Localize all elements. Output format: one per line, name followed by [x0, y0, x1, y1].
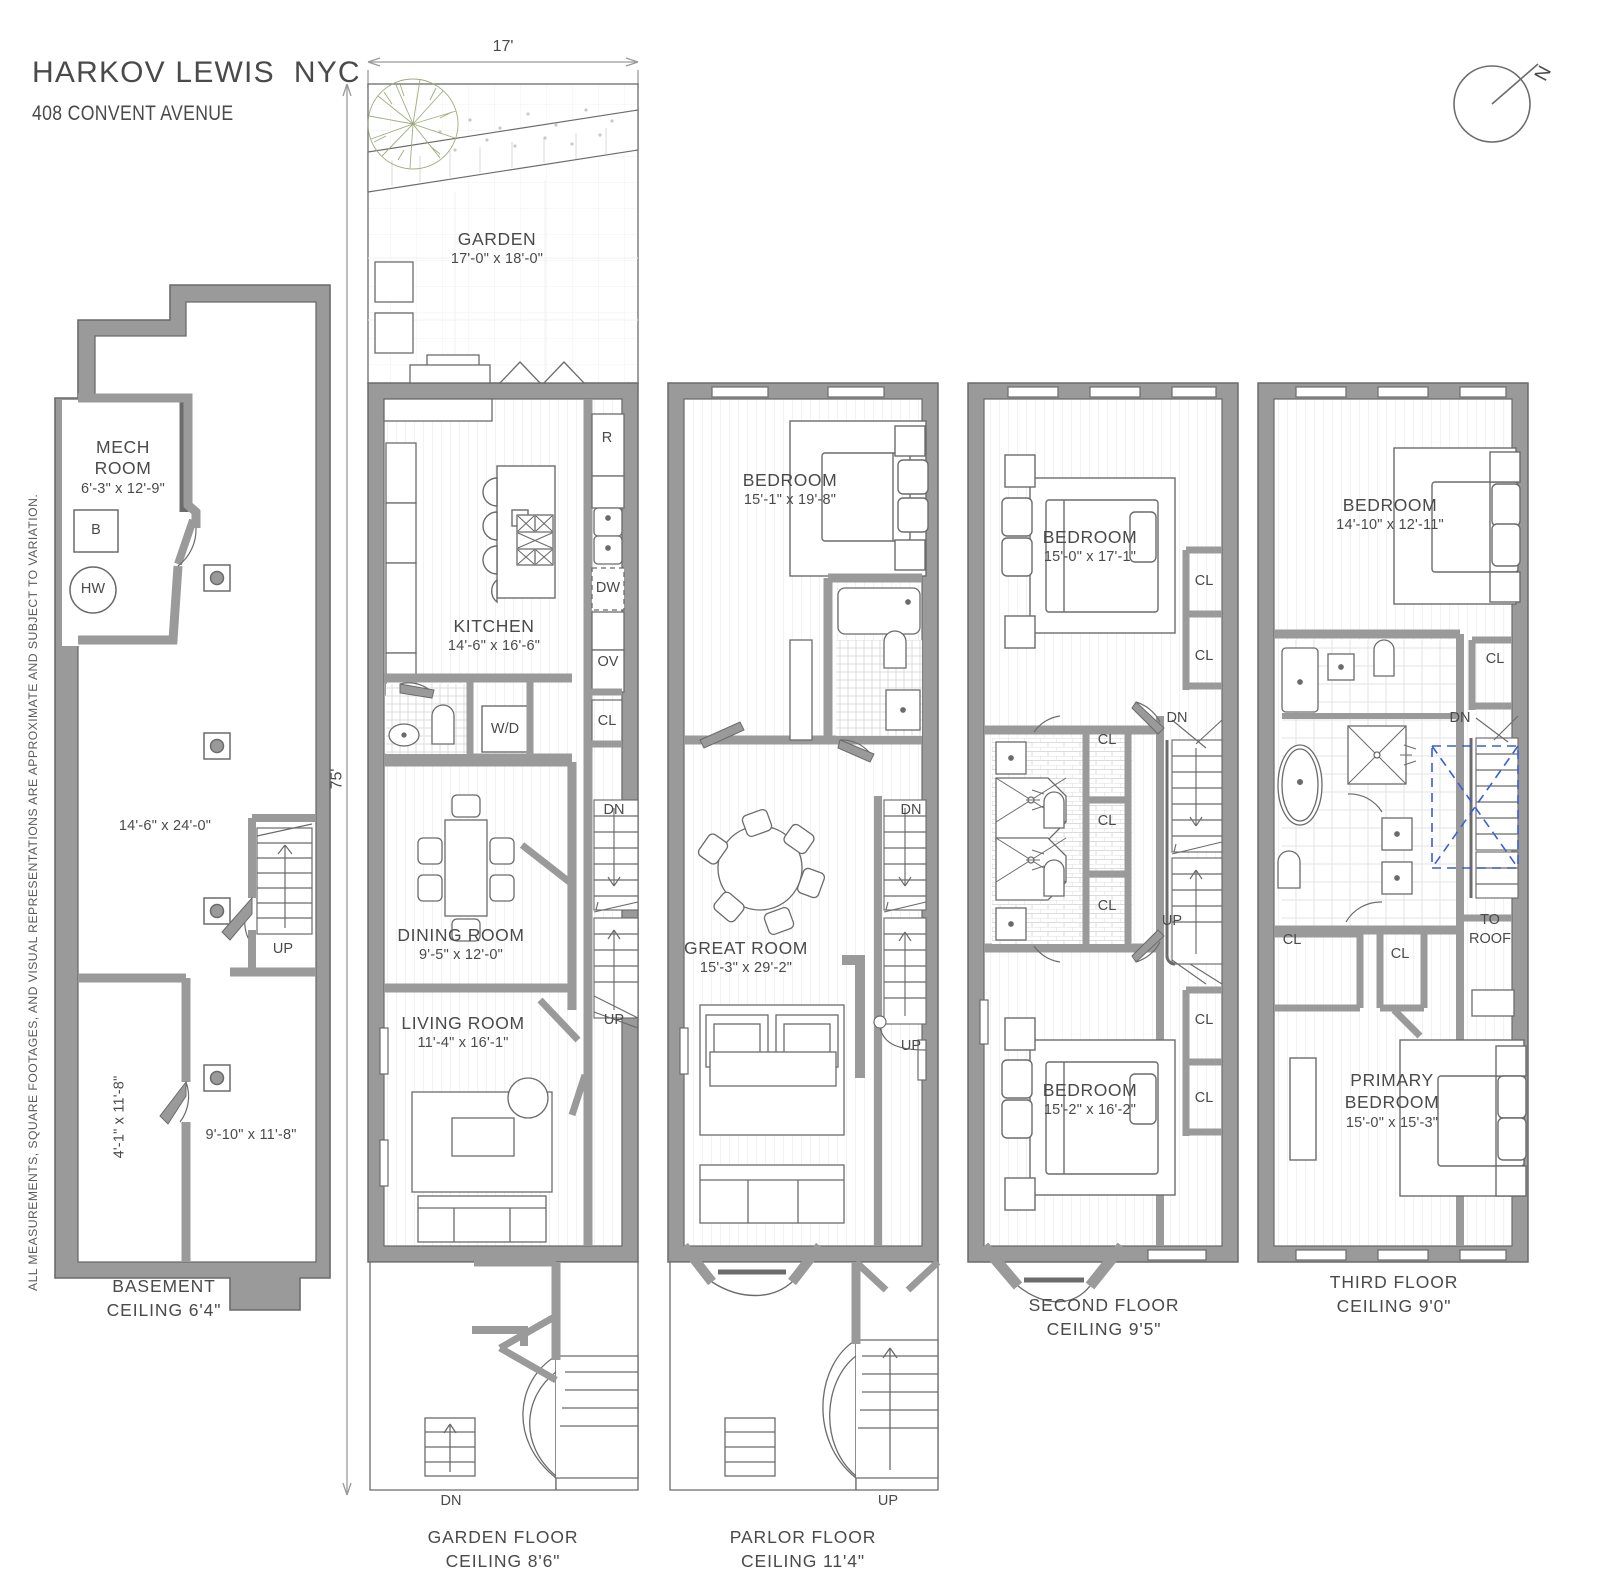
parlor-stair-dn-label: DN — [900, 802, 922, 818]
refrigerator-label: R — [601, 430, 613, 446]
parlor-bedroom-name: BEDROOM — [742, 470, 838, 490]
to-roof-label-line1: TO — [1480, 912, 1500, 928]
garden-stair-up-label: UP — [603, 1012, 625, 1028]
kitchen-room-name: KITCHEN — [453, 616, 535, 636]
great-room-dimension: 15'-3" x 29'-2" — [699, 960, 793, 976]
living-room-name: LIVING ROOM — [401, 1013, 525, 1033]
great-room-name: GREAT ROOM — [684, 938, 808, 958]
parlor-bedroom-dimension: 15'-1" x 19'-8" — [743, 492, 837, 508]
second-closet-4: CL — [1097, 813, 1117, 829]
garden-closet-label: CL — [597, 713, 617, 729]
oven-label: OV — [597, 654, 619, 670]
third-closet-3: CL — [1390, 946, 1410, 962]
dishwasher-label: DW — [595, 580, 621, 596]
second-floor-plan — [967, 382, 1239, 1303]
second-closet-2: CL — [1194, 648, 1214, 664]
mech-room-name-line2: ROOM — [94, 458, 152, 478]
compass-north-icon: N — [1440, 34, 1570, 154]
second-bedroom2-dimension: 15'-2" x 16'-2" — [1043, 1102, 1137, 1118]
basement-rec-dimension: 14'-6" x 24'-0" — [118, 818, 212, 834]
primary-bedroom-name-line2: BEDROOM — [1344, 1092, 1440, 1112]
second-bedroom1-name: BEDROOM — [1042, 527, 1138, 547]
second-closet-3: CL — [1097, 732, 1117, 748]
basement-stair-up-label: UP — [272, 941, 294, 957]
parlor-stair-up-label: UP — [900, 1038, 922, 1054]
basement-room3-dimension: 4'-1" x 11'-8" — [111, 1075, 128, 1159]
primary-bedroom-dimension: 15'-0" x 15'-3" — [1345, 1115, 1439, 1131]
garden-room-name: GARDEN — [457, 229, 537, 249]
hot-water-label: HW — [80, 581, 106, 597]
washer-dryer-label: W/D — [490, 721, 520, 737]
disclaimer-text: ALL MEASUREMENTS, SQUARE FOOTAGES, AND V… — [26, 493, 40, 1291]
parlor-caption-line2: CEILING 11'4" — [740, 1551, 866, 1571]
dining-room-dimension: 9'-5" x 12'-0" — [419, 947, 503, 963]
third-stair-dn-label: DN — [1449, 710, 1471, 726]
basement-caption-line1: BASEMENT — [112, 1276, 216, 1296]
kitchen-room-dimension: 14'-6" x 16'-6" — [447, 638, 541, 654]
second-bedroom2-name: BEDROOM — [1042, 1080, 1138, 1100]
mech-room-dimension: 6'-3" x 12'-9" — [81, 481, 165, 497]
width-dimension-label: 17' — [492, 38, 514, 55]
brand-title: HARKOV LEWIS NYC — [32, 56, 361, 89]
second-caption-line1: SECOND FLOOR — [1028, 1295, 1180, 1315]
second-closet-1: CL — [1194, 573, 1214, 589]
basement-caption-line2: CEILING 6'4" — [106, 1300, 222, 1320]
to-roof-label-line2: ROOF — [1469, 931, 1511, 947]
second-caption-line2: CEILING 9'5" — [1046, 1319, 1162, 1339]
second-stair-up-label: UP — [1161, 913, 1183, 929]
garden-stair-dn-label: DN — [603, 802, 625, 818]
third-caption-line2: CEILING 9'0" — [1336, 1296, 1452, 1316]
second-closet-6: CL — [1194, 1012, 1214, 1028]
garden-room-dimension: 17'-0" x 18'-0" — [450, 251, 544, 267]
parlor-caption-line1: PARLOR FLOOR — [729, 1527, 877, 1547]
second-stair-dn-label: DN — [1166, 710, 1188, 726]
address-subtitle: 408 CONVENT AVENUE — [32, 102, 234, 125]
svg-text:N: N — [1529, 62, 1554, 84]
parlor-floor-plan — [667, 382, 941, 1491]
parlor-stoop-up-label: UP — [877, 1493, 899, 1509]
living-room-dimension: 11'-4" x 16'-1" — [417, 1035, 509, 1051]
third-closet-2: CL — [1282, 932, 1302, 948]
third-caption-line1: THIRD FLOOR — [1329, 1272, 1459, 1292]
third-closet-1: CL — [1485, 651, 1505, 667]
garden-stoop-dn-label: DN — [440, 1493, 462, 1509]
dining-room-name: DINING ROOM — [397, 925, 525, 945]
second-bedroom1-dimension: 15'-0" x 17'-1" — [1043, 549, 1137, 565]
depth-dimension-label: 75' — [328, 768, 346, 790]
third-bedroom-name: BEDROOM — [1342, 495, 1438, 515]
third-bedroom-dimension: 14'-10" x 12'-11" — [1336, 517, 1444, 533]
garden-caption-line1: GARDEN FLOOR — [427, 1527, 579, 1547]
second-closet-7: CL — [1194, 1090, 1214, 1106]
mech-room-name-line1: MECH — [96, 437, 150, 457]
second-closet-5: CL — [1097, 898, 1117, 914]
basement-room2-dimension: 9'-10" x 11'-8" — [205, 1127, 297, 1143]
basement-plan — [54, 284, 331, 1311]
boiler-label: B — [91, 522, 101, 538]
garden-floor-plan — [367, 78, 639, 1491]
third-floor-plan — [1257, 382, 1529, 1263]
primary-bedroom-name-line1: PRIMARY — [1350, 1070, 1434, 1090]
garden-caption-line2: CEILING 8'6" — [445, 1551, 561, 1571]
